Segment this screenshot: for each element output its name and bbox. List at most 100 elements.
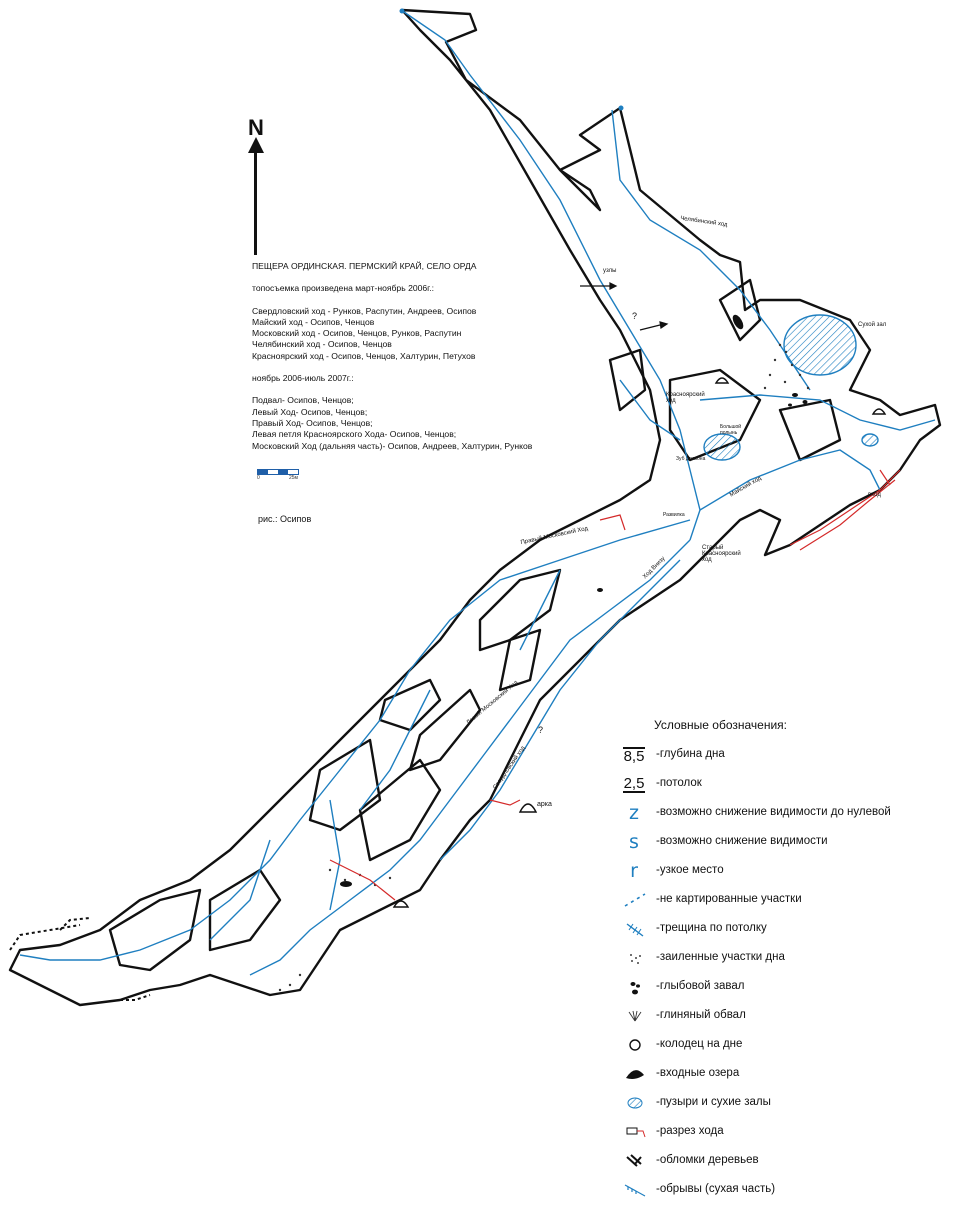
legend-item-depth: 8,5 -глубина дна	[612, 744, 952, 766]
survey-chelyabinsk	[611, 109, 811, 391]
legend-item-ceiling: 2,5 -потолок	[612, 773, 952, 795]
dashed-line-icon	[612, 889, 656, 911]
survey-cross-4	[209, 839, 271, 941]
dry-hall-sukhoy	[783, 314, 857, 376]
scale-label-end: 25м	[289, 475, 298, 481]
legend-item-narrow: r -узкое место	[612, 860, 952, 882]
legend-item-unmapped: -не картированные участки	[612, 889, 952, 911]
section-mark-icon	[612, 1121, 656, 1143]
legend-item-tree-debris: -обломки деревьев	[612, 1150, 952, 1172]
legend-item-silt: -заиленные участки дна	[612, 947, 952, 969]
legend-item-clay: -глиняный обвал	[612, 1005, 952, 1027]
survey-levyy	[249, 539, 691, 976]
arch-marks	[392, 377, 887, 908]
survey-cross-1	[359, 689, 431, 811]
info-line: Свердловский ход - Рунков, Распутин, Анд…	[252, 305, 477, 316]
island-11	[718, 278, 762, 342]
survey-east	[699, 394, 936, 431]
island-4	[498, 628, 542, 692]
island-3	[478, 568, 562, 652]
label-sukhoy-zal: Сухой зал	[858, 322, 887, 328]
legend-item-drops: -обрывы (сухая часть)	[612, 1179, 952, 1201]
legend-item-bubbles: -пузыри и сухие залы	[612, 1092, 952, 1114]
survey-sverdlovsk-north	[403, 11, 701, 541]
ceiling-crack-icon	[612, 918, 656, 940]
info-line: Красноярский ход - Осипов, Ченцов, Халту…	[252, 350, 476, 361]
island-9	[608, 348, 647, 412]
legend-item-reduced-visibility: s -возможно снижение видимости	[612, 831, 952, 853]
island-7	[108, 888, 202, 972]
island-10	[668, 368, 762, 462]
island-6	[358, 758, 442, 862]
island-12	[778, 398, 842, 462]
passage-endpoints	[399, 8, 624, 111]
clay-collapse-icon	[612, 1005, 656, 1027]
arch-icon-lower	[392, 900, 410, 908]
info-line: Левый Ход- Осипов, Ченцов;	[252, 406, 368, 417]
info-line: Правый Ход- Осипов, Ченцов;	[252, 417, 373, 428]
scale-label-start: 0	[257, 475, 260, 481]
survey-cross-2	[519, 569, 561, 651]
cave-passage-outlines	[8, 8, 942, 1007]
legend-item-boulders: -глыбовой завал	[612, 976, 952, 998]
legend-item-zero-visibility: z -возможно снижение видимости до нулево…	[612, 802, 952, 824]
info-line: Майский ход - Осипов, Ченцов	[252, 316, 375, 327]
survey-cross-3	[329, 799, 341, 911]
info-title: ПЕЩЕРА ОРДИНСКАЯ. ПЕРМСКИЙ КРАЙ, СЕЛО ОР…	[252, 261, 477, 271]
circle-icon	[612, 1034, 656, 1056]
dry-halls	[703, 314, 879, 461]
legend-item-lakes: -входные озера	[612, 1063, 952, 1085]
legend-item-well: -колодец на дне	[612, 1034, 952, 1056]
island-5	[308, 738, 382, 832]
label-arka: арка	[537, 801, 552, 808]
info-line: Московский Ход (дальняя часть)- Осипов, …	[252, 440, 533, 451]
north-label: N	[248, 115, 264, 140]
survey-pravyy	[19, 519, 691, 961]
label-uzly: узлы	[603, 268, 617, 274]
arch-icon-upper	[714, 377, 730, 384]
info-line: Подвал- Осипов, Ченцов;	[252, 395, 354, 406]
dry-hall-small	[861, 433, 879, 447]
silt-dots-icon	[612, 947, 656, 969]
north-arrow: N	[240, 115, 272, 255]
label-razvilka: Развилка	[663, 512, 685, 518]
zero-visibility-icon: z	[629, 802, 639, 824]
unmapped-sections	[9, 917, 151, 1001]
dry-hall-bolshoy	[703, 433, 741, 461]
survey-sverdlovsk-south	[439, 559, 681, 861]
ceiling-number-icon: 2,5	[622, 774, 646, 793]
boulder-pile	[597, 393, 808, 592]
label-question-1: ?	[632, 311, 638, 321]
black-lens-icon	[612, 1063, 656, 1085]
survey-info: ПЕЩЕРА ОРДИНСКАЯ. ПЕРМСКИЙ КРАЙ, СЕЛО ОР…	[252, 261, 582, 452]
survey-cross-5	[619, 379, 681, 441]
legend-title: Условные обозначения:	[654, 718, 787, 732]
island-2	[408, 688, 482, 772]
label-stary-krasnoyarsk: Старый Красноярский ход	[702, 545, 741, 563]
arch-icon-east	[871, 408, 887, 415]
info-line: Московский ход - Осипов, Ченцов, Рунков,…	[252, 328, 462, 339]
label-krasnoyarsk: Красноярский ход	[666, 392, 705, 404]
entrance-section	[329, 469, 901, 901]
info-line: ноябрь 2006-июль 2007г.:	[252, 373, 354, 384]
silt-areas	[278, 343, 810, 992]
survey-lines	[19, 11, 936, 976]
label-vkhod: вход	[868, 492, 881, 498]
drop-line-icon	[612, 1179, 656, 1201]
island-8	[208, 868, 282, 952]
tree-debris-icon	[612, 1150, 656, 1172]
info-line: Левая петля Красноярского Хода- Осипов, …	[252, 429, 457, 440]
author-credit: рис.: Осипов	[258, 514, 312, 524]
legend-item-section: -разрез хода	[612, 1121, 952, 1143]
unexplored-arrows	[580, 282, 669, 331]
reduced-visibility-icon: s	[629, 831, 639, 853]
arch-icon-arka	[518, 803, 538, 813]
survey-mayskiy	[699, 449, 881, 511]
scale-bar: 0 25м	[257, 469, 301, 481]
info-line: Челябинский ход - Осипов, Ченцов	[252, 339, 392, 350]
label-bolshoy: Большой полынь	[720, 424, 742, 436]
label-zub-drakona: Зуб Дракона	[676, 456, 706, 462]
boulders-icon	[612, 976, 656, 998]
info-line: топосъемка произведена март-ноябрь 2006г…	[252, 283, 435, 294]
